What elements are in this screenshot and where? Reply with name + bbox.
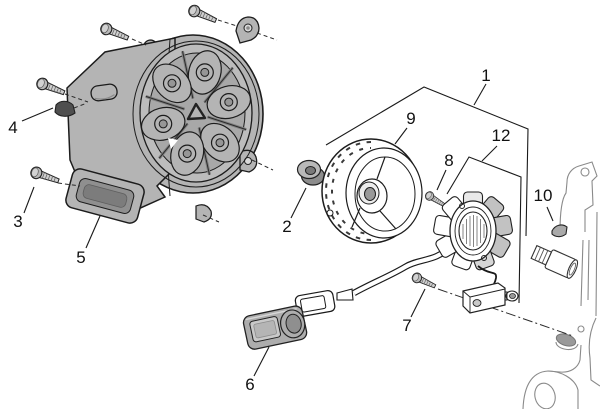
assembly-bracket-12 xyxy=(446,156,522,304)
stator-cable xyxy=(336,244,452,301)
leader-line-3 xyxy=(23,186,35,214)
leader-line-8 xyxy=(436,169,447,191)
cover-screw-lower-left xyxy=(28,164,61,187)
cover-tab-bottom xyxy=(195,204,212,223)
flywheel-cover xyxy=(65,16,264,224)
pickup-unit xyxy=(462,282,519,314)
leader-line-2 xyxy=(290,187,307,219)
callout-4: 4 xyxy=(8,118,17,137)
flywheel-rotor xyxy=(321,138,423,244)
callout-1: 1 xyxy=(481,66,490,85)
callout-leader-lines xyxy=(21,83,554,377)
crankshaft-stub xyxy=(530,244,579,279)
cover-fan-openings xyxy=(140,50,252,176)
leader-line-6 xyxy=(253,346,270,377)
leader-line-12 xyxy=(481,145,498,162)
engine-crankcase-outline xyxy=(522,161,600,409)
rubber-plug xyxy=(54,100,76,117)
callout-5: 5 xyxy=(76,248,85,267)
cover-screw-top xyxy=(186,2,219,27)
leader-line-9 xyxy=(394,127,408,145)
spacer-bushing xyxy=(296,159,326,186)
cover-air-scoop xyxy=(65,168,145,224)
alignment-dashdot-line xyxy=(437,288,574,337)
woodruff-key xyxy=(551,224,568,238)
callout-3: 3 xyxy=(13,212,22,231)
cover-tab-top-right xyxy=(235,16,260,44)
callout-9: 9 xyxy=(406,109,415,128)
callout-12: 12 xyxy=(492,126,511,145)
connector-housing xyxy=(242,305,308,350)
cover-center-boss xyxy=(186,102,207,121)
leader-line-5 xyxy=(85,215,101,249)
leader-line-1 xyxy=(473,83,487,106)
callout-8: 8 xyxy=(444,151,453,170)
stator xyxy=(433,191,513,271)
leader-line-10 xyxy=(546,206,554,222)
callout-6: 6 xyxy=(245,375,254,394)
assembly-bracket-1 xyxy=(325,86,529,237)
callout-7: 7 xyxy=(402,316,411,335)
cover-screw-left xyxy=(34,75,67,99)
callout-10: 10 xyxy=(534,186,553,205)
leader-line-7 xyxy=(410,288,426,318)
leader-line-4 xyxy=(21,107,54,122)
callout-2: 2 xyxy=(282,217,291,236)
cover-tab-bottom-right xyxy=(239,149,258,173)
cover-duct-slot xyxy=(90,83,118,102)
pickup-screw xyxy=(410,270,438,292)
cover-screw-upper-left xyxy=(98,20,131,45)
